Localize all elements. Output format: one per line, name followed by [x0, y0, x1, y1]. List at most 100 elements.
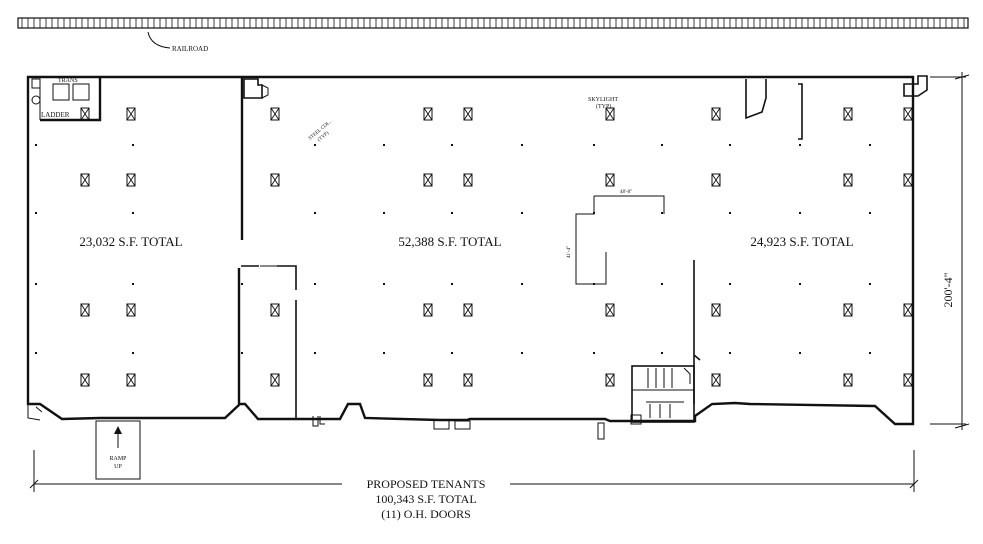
steel-column [799, 352, 801, 354]
steel-column [451, 352, 453, 354]
steel-column [35, 352, 37, 354]
skylight-icon [463, 173, 473, 187]
steel-column [451, 144, 453, 146]
steel-column [35, 283, 37, 285]
ramp: RAMP UP [95, 420, 141, 480]
skylight-icon [605, 303, 615, 317]
skylight-icon [843, 373, 853, 387]
railroad-label: RAILROAD [172, 45, 208, 53]
summary-line-1: PROPOSED TENANTS [367, 477, 486, 491]
skylight-icon [843, 173, 853, 187]
space-1-label: 23,032 S.F. TOTAL [79, 234, 182, 249]
skylight-icon [711, 173, 721, 187]
center-office-dim-top: 48'-8" [620, 190, 632, 195]
steel-column [661, 283, 663, 285]
steel-column [799, 144, 801, 146]
building-outline [26, 75, 915, 426]
steel-column [314, 352, 316, 354]
width-dimension [29, 450, 919, 492]
skylight-icon [605, 373, 615, 387]
skylight-icon [711, 303, 721, 317]
steel-column [241, 283, 243, 285]
space-3-label: 24,923 S.F. TOTAL [750, 234, 853, 249]
skylight-icon [80, 173, 90, 187]
skylight-icon [80, 303, 90, 317]
skylight-icon [903, 173, 913, 187]
ramp-label-1: RAMP [109, 456, 127, 462]
equipment-top-left [31, 78, 41, 120]
steel-column [383, 352, 385, 354]
steel-column [521, 352, 523, 354]
skylight-icon [126, 373, 136, 387]
steel-column [521, 212, 523, 214]
skylight-icon [843, 303, 853, 317]
steel-column [661, 212, 663, 214]
skylight-icon [711, 373, 721, 387]
center-office-dim-side: 41'-4" [567, 246, 572, 258]
steel-column [241, 212, 243, 214]
skylight-icon [126, 107, 136, 121]
skylight-icon [903, 373, 913, 387]
skylight-typ-label: (TYP) [596, 103, 611, 110]
steel-column [35, 212, 37, 214]
steel-column [451, 212, 453, 214]
restroom-block [631, 365, 695, 423]
steel-column [729, 212, 731, 214]
skylight-icon [423, 173, 433, 187]
ramp-arrow-icon [114, 426, 122, 434]
steel-column [383, 212, 385, 214]
space-2-label: 52,388 S.F. TOTAL [398, 234, 501, 249]
trans-label: TRANS [58, 78, 78, 84]
skylight-icon [463, 373, 473, 387]
skylight-icon [423, 107, 433, 121]
office-top-center [243, 78, 269, 99]
steel-column [661, 144, 663, 146]
steel-column [729, 144, 731, 146]
height-dimension-label: 200'-4" [941, 272, 955, 307]
steel-column [451, 283, 453, 285]
steel-column [132, 283, 134, 285]
steel-column [241, 144, 243, 146]
ramp-label-2: UP [114, 464, 122, 470]
transformer-room: TRANS LADDER [40, 77, 102, 122]
steel-column [132, 212, 134, 214]
steel-column [593, 144, 595, 146]
skylight-icon [423, 373, 433, 387]
steel-column [383, 283, 385, 285]
steel-column [314, 144, 316, 146]
steel-column [132, 144, 134, 146]
skylight-icon [605, 107, 615, 121]
steel-column [869, 352, 871, 354]
skylight-icon [270, 373, 280, 387]
steel-column [35, 144, 37, 146]
equipment-top-right [903, 75, 928, 97]
steel-column-note: STEEL COL. (TYP) [308, 120, 332, 143]
office-top-right [745, 79, 803, 140]
skylight-icon [843, 107, 853, 121]
steel-column [661, 352, 663, 354]
skylight-icon [903, 303, 913, 317]
railroad-ties [21, 18, 965, 28]
steel-column [241, 352, 243, 354]
steel-column [132, 352, 134, 354]
front-wall-details [27, 404, 642, 440]
skylight-icon [463, 107, 473, 121]
railroad-leader [147, 31, 171, 49]
steel-column [799, 283, 801, 285]
skylight-label: SKYLIGHT [588, 97, 618, 103]
skylights [80, 107, 913, 387]
railroad-track [17, 17, 969, 29]
structural-columns [35, 144, 871, 354]
ladder-label: LADDER [41, 111, 70, 119]
steel-column [869, 144, 871, 146]
steel-column [593, 212, 595, 214]
skylight-icon [903, 107, 913, 121]
steel-column [593, 283, 595, 285]
steel-column [314, 212, 316, 214]
skylight-icon [711, 107, 721, 121]
skylight-icon [126, 173, 136, 187]
skylight-icon [270, 303, 280, 317]
steel-column [729, 352, 731, 354]
steel-column [593, 352, 595, 354]
